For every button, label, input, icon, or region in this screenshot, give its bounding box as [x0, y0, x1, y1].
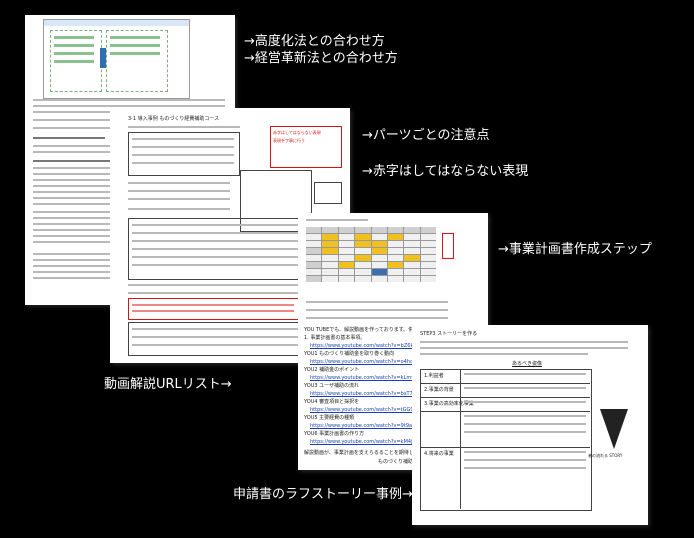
caption-business-plan-steps: →事業計画書作成ステップ	[498, 242, 652, 257]
doc5-step-title: STEP3 ストーリーを作る	[420, 331, 478, 337]
doc4-line: YOU TUBEでも、解説動画を作っております。併に参考	[304, 327, 429, 333]
caption-video-url-list: 動画解説URLリスト→	[104, 377, 232, 392]
doc2-red-note-text-2: 表現を丁寧に行う	[273, 138, 305, 143]
spreadsheet-table	[306, 227, 436, 282]
doc4-line: 1. 事業計画書の基本事項。	[304, 335, 366, 341]
doc2-side-box	[240, 170, 312, 232]
caption-koudoka-law: →高度化法との合わせ方	[244, 34, 385, 49]
doc4-line: YOU2 補助金のポイント	[304, 367, 360, 373]
doc2-heading: 3-1 導入事例 ものづくり経費補助コース	[128, 116, 220, 122]
doc5-table-title: あるべき姿像	[512, 361, 543, 367]
youtube-link-1[interactable]: https://www.youtube.com/watch?v=bZ6k7Lt6…	[310, 343, 435, 349]
youtube-link-5[interactable]: https://www.youtube.com/watch?v=tGGDsE3V…	[310, 407, 439, 413]
doc2-form-box	[128, 132, 240, 176]
doc2-red-note	[270, 126, 342, 168]
caption-parts-notes: →パーツごとの注意点	[362, 128, 490, 143]
story-row-label: 1.利益者	[424, 373, 444, 379]
doc4-line: 解説動画が、事業計画を支えらるることを期待しております。	[304, 450, 444, 456]
youtube-link-6[interactable]: https://www.youtube.com/watch?v=9t9a1gq2…	[310, 423, 440, 429]
document-thumbnail-3	[298, 213, 488, 338]
youtube-link-7[interactable]: https://www.youtube.com/watch?v=kM4j7kFY…	[310, 439, 436, 445]
doc4-line: YOU3 ユーザ補助の流れ	[304, 383, 360, 389]
doc4-line: YOU1 ものづくり補助金を取り巻く動向	[304, 351, 395, 357]
youtube-link-3[interactable]: https://www.youtube.com/watch?v=kLmw8P_4…	[310, 375, 439, 381]
story-arrow-icon	[600, 409, 628, 449]
caption-rough-story-example: 申請書のラフストーリー事例→	[233, 487, 413, 502]
story-table	[420, 369, 592, 511]
story-arrow-label: 者の流れる STORY	[588, 453, 623, 458]
caption-keiei-kakushin-law: →経営革新法との合わせ方	[244, 51, 398, 66]
youtube-link-4[interactable]: https://www.youtube.com/watch?v=bsT76G1h…	[310, 391, 435, 397]
document-thumbnail-5: STEP3 ストーリーを作る あるべき姿像 1.利益者 2.事業の背景 3.事業…	[412, 325, 648, 525]
caption-red-text: →赤字はしてはならない表現	[362, 164, 529, 179]
doc4-signature: ものづくり補助金事務局	[378, 459, 434, 465]
story-row-label: 2.事業の背景	[424, 387, 454, 393]
doc4-line: YOU6 事業計画書の作り方	[304, 431, 365, 437]
doc2-small-box	[314, 182, 342, 204]
story-row-label: 4.将来の事業	[424, 451, 454, 457]
doc2-red-note-text: 赤字はしてはならない表現	[273, 130, 321, 135]
diagram-figure	[43, 19, 190, 99]
doc2-red-box-2	[128, 298, 300, 320]
story-row-label: 3.事業の高効率化事業	[424, 401, 474, 407]
doc3-red-marker	[442, 233, 454, 259]
doc4-line: YOU4 審査項目と採択を	[304, 399, 360, 405]
youtube-link-2[interactable]: https://www.youtube.com/watch?v=o4hdGZe6…	[310, 359, 434, 365]
doc4-line: YOU5 主要経費の種類	[304, 415, 355, 421]
